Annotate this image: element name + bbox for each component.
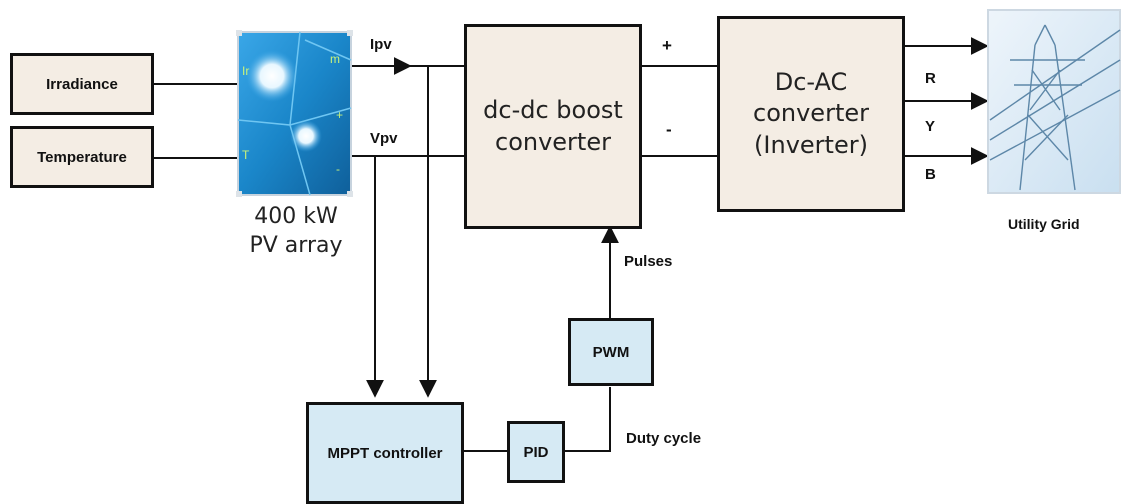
pid-block: PID [507,421,565,483]
mppt-controller-label: MPPT controller [327,444,443,462]
mppt-controller-block: MPPT controller [306,402,464,504]
phase-y-label: Y [925,118,936,135]
pv-array-caption: 400 kW PV array [249,204,343,258]
pwm-block: PWM [568,318,654,386]
ipv-label: Ipv [370,36,392,53]
pv-port-m: m [330,52,340,66]
pv-port-plus: + [336,108,344,122]
irradiance-label: Irradiance [46,75,118,93]
dc-dc-boost-converter-block: dc-dc boost converter [464,24,642,229]
phase-r-label: R [925,70,936,87]
inverter-label: Dc-AC converter (Inverter) [753,68,869,159]
irradiance-block: Irradiance [10,53,154,115]
pwm-label: PWM [592,343,630,361]
pv-port-ir: Ir [242,64,250,78]
vpv-label: Vpv [370,130,398,147]
pv-port-minus: - [336,162,340,176]
utility-grid-image [987,9,1121,194]
boost-converter-label: dc-dc boost converter [483,96,623,156]
plus-label: + [662,36,672,55]
phase-b-label: B [925,166,936,183]
connection-lines [152,37,989,452]
pv-array-panel [236,30,353,197]
duty-cycle-label: Duty cycle [626,430,702,447]
inverter-block: Dc-AC converter (Inverter) [717,16,905,212]
pid-label: PID [523,443,549,461]
transmission-tower-icon [989,24,1121,191]
pulses-label: Pulses [624,253,673,270]
pid-to-pwm-wire [563,387,611,452]
utility-grid-label: Utility Grid [1008,216,1080,232]
pv-port-t: T [242,148,250,162]
temperature-block: Temperature [10,126,154,188]
minus-label: - [666,120,672,139]
temperature-label: Temperature [37,148,127,166]
